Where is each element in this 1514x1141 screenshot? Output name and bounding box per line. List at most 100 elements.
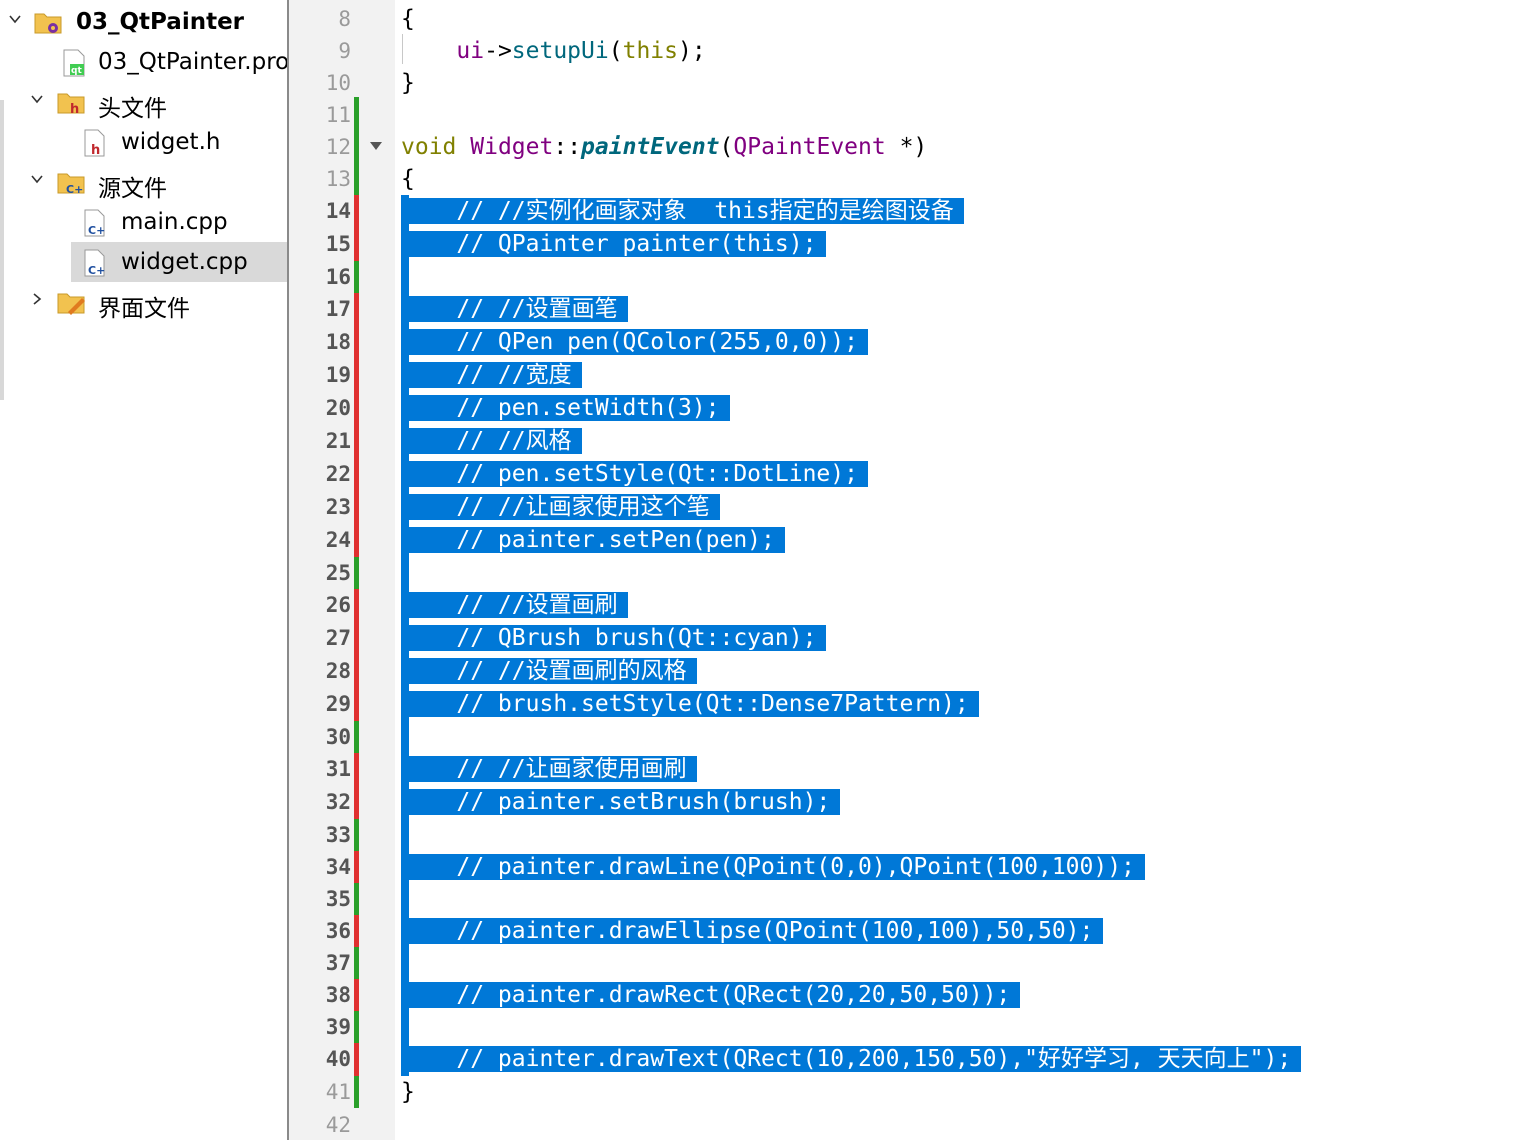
header-folder-icon: h [57, 93, 85, 116]
code-line[interactable]: // pen.setStyle(Qt::DotLine); [401, 458, 868, 490]
code-line[interactable]: // //让画家使用画刷 [401, 753, 697, 785]
line-number: 32 [325, 790, 351, 814]
selected-text: // painter.drawEllipse(QPoint(100,100),5… [401, 918, 1104, 944]
svg-text:h: h [70, 102, 79, 116]
code-line[interactable]: // //宽度 [401, 359, 582, 391]
code-line[interactable]: // painter.drawText(QRect(10,200,150,50)… [401, 1043, 1302, 1075]
code-line[interactable]: // QPainter painter(this); [401, 228, 827, 260]
unsaved-change-marker [354, 851, 359, 883]
chevron-down-icon[interactable] [30, 172, 44, 186]
chevron-down-icon[interactable] [30, 92, 44, 106]
chevron-down-icon[interactable] [8, 12, 22, 26]
code-editor[interactable] [395, 0, 1514, 1140]
line-number: 39 [325, 1015, 351, 1039]
code-line[interactable]: // //设置画刷的风格 [401, 655, 697, 687]
line-number: 26 [325, 593, 351, 617]
splitter[interactable] [287, 0, 289, 1140]
line-number: 20 [325, 396, 351, 420]
line-number: 22 [325, 462, 351, 486]
line-number: 9 [338, 39, 351, 63]
tree-item-project[interactable]: 03_QtPainter [0, 2, 287, 42]
tree-item-headers[interactable]: h 头文件 [0, 82, 287, 122]
main-cpp-label: main.cpp [121, 209, 228, 235]
svg-text:C+: C+ [88, 224, 105, 237]
line-number: 35 [325, 887, 351, 911]
saved-change-marker [354, 97, 359, 195]
code-line[interactable]: // painter.drawEllipse(QPoint(100,100),5… [401, 915, 1104, 947]
code-token: *) [885, 134, 928, 160]
line-number: 15 [325, 232, 351, 256]
line-number: 19 [325, 363, 351, 387]
svg-text:C+: C+ [88, 264, 105, 277]
code-line[interactable]: // painter.setPen(pen); [401, 524, 785, 556]
code-line[interactable]: ui->setupUi(this); [401, 35, 705, 67]
saved-change-marker [354, 883, 359, 915]
svg-text:qt: qt [71, 66, 82, 76]
selected-text: // //让画家使用画刷 [401, 756, 697, 782]
code-line[interactable]: // painter.drawRect(QRect(20,20,50,50)); [401, 979, 1021, 1011]
selected-text: // painter.setPen(pen); [401, 527, 785, 553]
saved-change-marker [354, 721, 359, 753]
code-line[interactable]: // painter.setBrush(brush); [401, 786, 841, 818]
line-number: 31 [325, 757, 351, 781]
line-number: 34 [325, 855, 351, 879]
tree-item-main-cpp[interactable]: C+ main.cpp [0, 202, 287, 242]
code-line[interactable]: } [401, 1079, 415, 1105]
unsaved-change-marker [354, 1043, 359, 1076]
code-line[interactable]: { [401, 6, 415, 32]
selected-text: // //风格 [401, 428, 582, 454]
headers-folder-label: 头文件 [98, 96, 167, 122]
code-line[interactable]: // painter.drawLine(QPoint(0,0),QPoint(1… [401, 851, 1145, 883]
code-line[interactable]: { [401, 166, 415, 192]
sources-folder-label: 源文件 [98, 176, 167, 202]
code-line[interactable]: // brush.setStyle(Qt::Dense7Pattern); [401, 688, 979, 720]
tree-item-sources[interactable]: C+ 源文件 [0, 162, 287, 202]
unsaved-change-marker [354, 195, 359, 261]
line-number: 29 [325, 692, 351, 716]
project-tree: 03_QtPainter qt 03_QtPainter.pro h 头文件 h… [0, 0, 289, 1140]
line-number: 42 [325, 1113, 351, 1137]
code-line[interactable]: // //实例化画家对象 this指定的是绘图设备 [401, 195, 964, 227]
chevron-right-icon[interactable] [30, 292, 44, 306]
project-name: 03_QtPainter [76, 9, 245, 35]
code-line[interactable]: // //设置画刷 [401, 589, 628, 621]
code-token: setupUi [511, 38, 609, 64]
tree-item-widget-h[interactable]: h widget.h [0, 122, 287, 162]
selected-text: // //设置画刷 [401, 592, 628, 618]
window-edge [0, 100, 4, 400]
code-token: ( [608, 38, 623, 64]
code-token: ( [719, 134, 734, 160]
selected-text: // QPen pen(QColor(255,0,0)); [401, 329, 868, 355]
code-token: this [622, 38, 678, 64]
unsaved-change-marker [354, 915, 359, 947]
tree-item-widget-cpp[interactable]: C+ widget.cpp [71, 242, 287, 282]
code-line[interactable]: } [401, 70, 415, 96]
code-token: QPaintEvent [733, 134, 886, 160]
code-line[interactable]: // //设置画笔 [401, 293, 628, 325]
code-token: -> [484, 38, 512, 64]
line-number: 40 [325, 1047, 351, 1071]
code-line[interactable]: // //风格 [401, 425, 582, 457]
line-number: 18 [325, 330, 351, 354]
unsaved-change-marker [354, 293, 359, 557]
saved-change-marker [354, 1011, 359, 1043]
code-line[interactable]: // pen.setWidth(3); [401, 392, 730, 424]
selected-text: // //设置画刷的风格 [401, 658, 697, 684]
saved-change-marker [354, 947, 359, 979]
selected-text: // //设置画笔 [401, 296, 628, 322]
saved-change-marker [354, 557, 359, 589]
saved-change-marker [354, 1076, 359, 1108]
line-number: 25 [325, 561, 351, 585]
code-line[interactable]: // QBrush brush(Qt::cyan); [401, 622, 827, 654]
tree-item-forms[interactable]: 界面文件 [0, 282, 287, 322]
project-folder-icon [34, 13, 62, 34]
code-token: void [401, 134, 457, 160]
code-line[interactable]: void Widget::paintEvent(QPaintEvent *) [401, 131, 927, 163]
code-line[interactable]: // //让画家使用这个笔 [401, 491, 720, 523]
fold-arrow-icon[interactable] [369, 140, 383, 152]
code-line[interactable]: // QPen pen(QColor(255,0,0)); [401, 326, 868, 358]
tree-item-pro-file[interactable]: qt 03_QtPainter.pro [0, 42, 289, 82]
forms-folder-label: 界面文件 [98, 296, 190, 322]
line-number: 24 [325, 528, 351, 552]
qt-pro-file-icon: qt [63, 49, 85, 77]
